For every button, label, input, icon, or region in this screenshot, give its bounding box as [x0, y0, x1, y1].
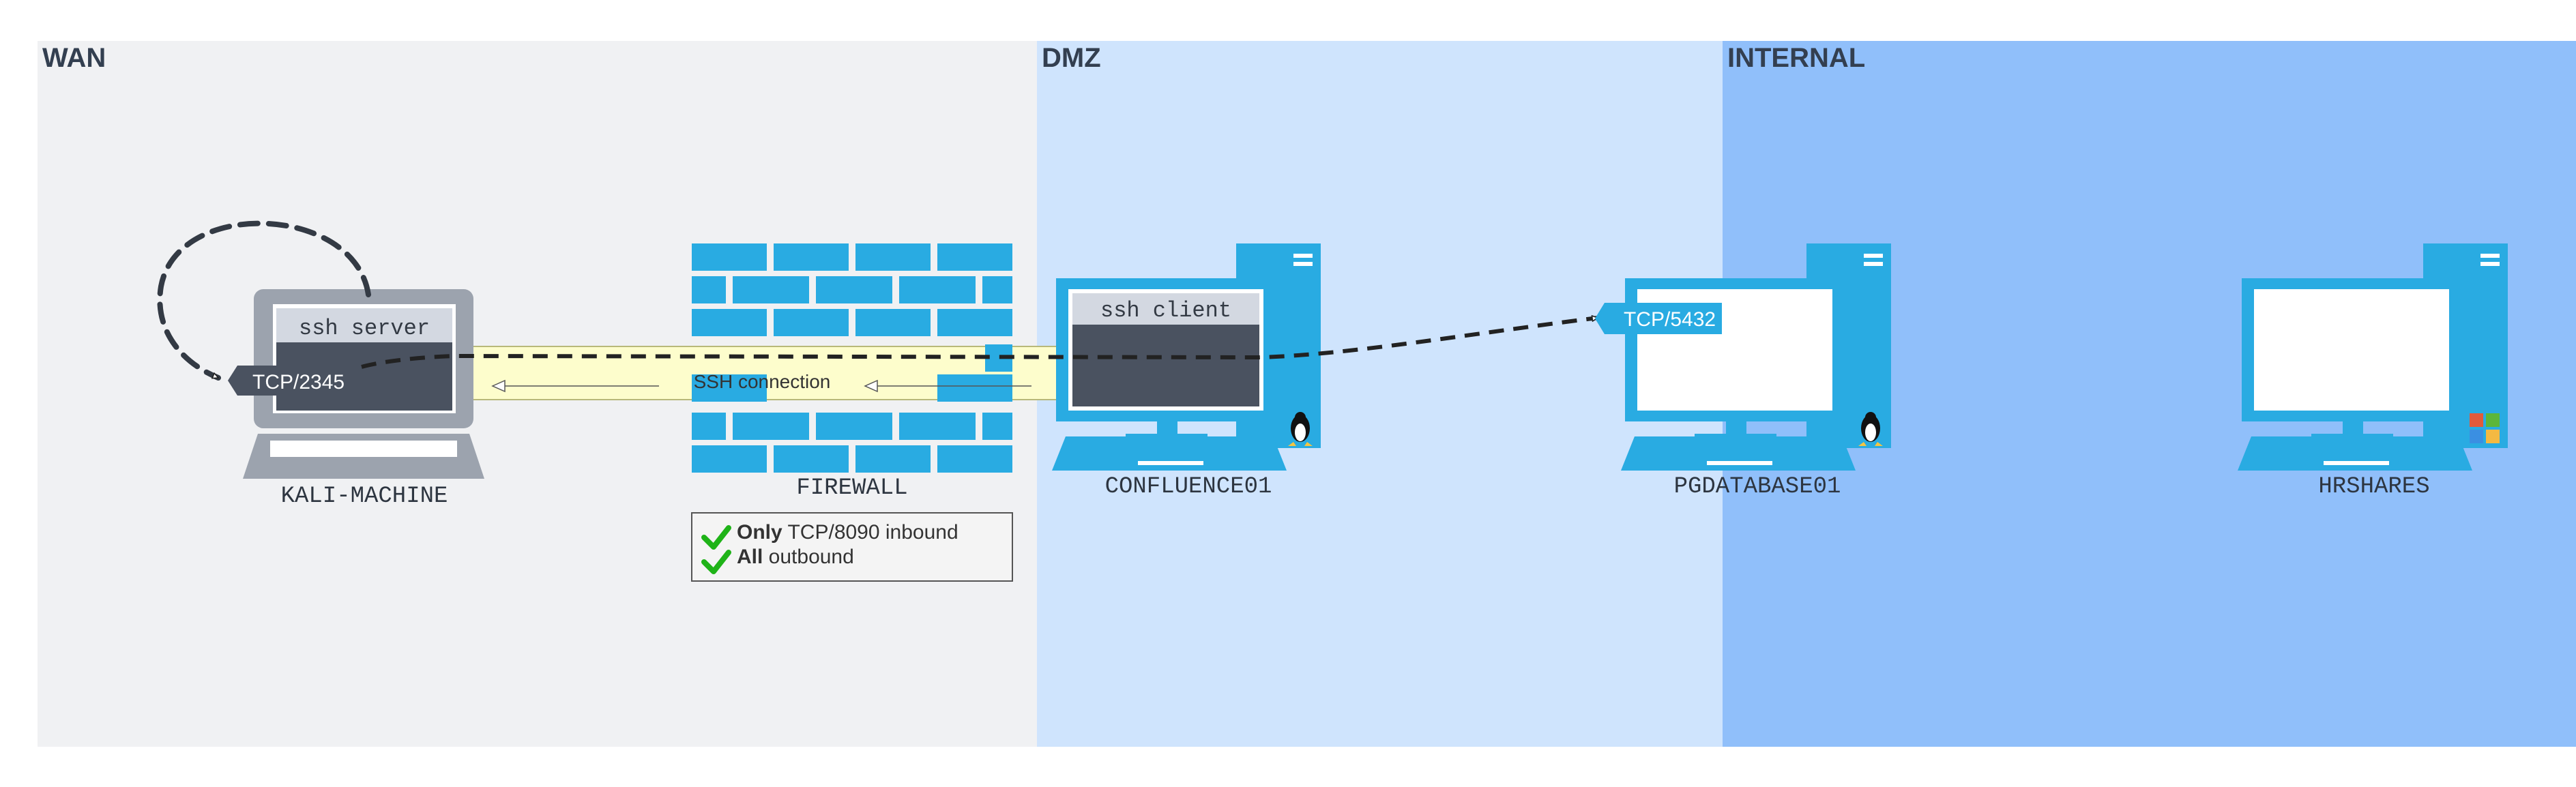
tcp-5432-tag: [1595, 303, 1722, 334]
check-icon: [701, 525, 731, 550]
firewall-label: FIREWALL: [796, 475, 907, 501]
linux-tux-icon: [1858, 412, 1883, 446]
ssh-arrow-left-head: [491, 379, 506, 393]
dmz-zone-label: DMZ: [1042, 43, 1101, 73]
confluence-computer-icon: [1052, 243, 1321, 471]
kali-laptop-icon: [243, 289, 484, 479]
linux-tux-icon: [1288, 412, 1313, 446]
ssh-server-panel-label: ssh server: [299, 316, 430, 341]
hrshares-computer-icon: [2238, 243, 2508, 471]
internal-zone-label: INTERNAL: [1727, 43, 1865, 73]
pgdatabase01-label: PGDATABASE01: [1674, 474, 1841, 500]
forwarded-path-line: [361, 318, 1598, 369]
tcp-5432-label: TCP/5432: [1624, 308, 1716, 331]
kali-machine-label: KALI-MACHINE: [281, 484, 448, 509]
port-forward-loop-arrow: [157, 220, 371, 381]
tcp-2345-tag: [228, 366, 362, 396]
ssh-connection-label: SSH connection: [694, 371, 831, 392]
confluence01-label: CONFLUENCE01: [1105, 474, 1272, 500]
check-icon: [701, 550, 731, 574]
firewall-rules-box: [691, 512, 1013, 582]
hrshares-label: HRSHARES: [2318, 474, 2429, 500]
pgdatabase-computer-icon: [1621, 243, 1891, 471]
ssh-client-panel-label: ssh client: [1100, 298, 1231, 323]
windows-logo-icon: [2470, 413, 2500, 443]
wan-zone-label: WAN: [42, 43, 106, 73]
firewall-rule-2: All outbound: [737, 546, 854, 568]
ssh-arrow-right-head: [864, 379, 878, 393]
firewall-brick-wall-icon: [692, 243, 1012, 473]
firewall-rule-1: Only TCP/8090 inbound: [737, 521, 958, 544]
tcp-2345-label: TCP/2345: [252, 371, 345, 394]
